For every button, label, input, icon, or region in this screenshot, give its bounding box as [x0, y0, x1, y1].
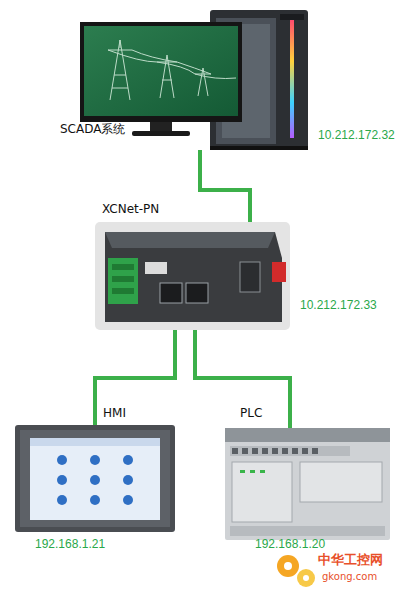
network-cable [200, 150, 250, 222]
watermark-url: gkong.com [322, 571, 377, 582]
device-name: SCADA系统 [60, 122, 125, 136]
device-name: PLC [240, 406, 262, 420]
ip-address: 192.168.1.21 [35, 537, 105, 551]
watermark-text: 中华工控网 [318, 551, 383, 569]
scada-pc: SCADA系统10.212.172.32 [80, 8, 310, 150]
network-cable [195, 330, 290, 428]
network-cable [95, 330, 175, 425]
watermark-gears [277, 555, 315, 587]
hmi-box: HMI192.168.1.21 [15, 425, 175, 532]
plc-box: PLC192.168.1.20 [225, 428, 390, 540]
ip-address: 192.168.1.20 [255, 537, 325, 551]
gateway-device [95, 222, 290, 330]
gateway-box: XCNet-PN10.212.172.33 [95, 222, 290, 330]
device-name: XCNet-PN [102, 202, 159, 216]
monitor [80, 22, 242, 136]
device-name: HMI [103, 406, 126, 420]
ip-address: 10.212.172.33 [300, 298, 377, 312]
plc-device [225, 428, 390, 540]
hmi-panel [15, 425, 175, 532]
ip-address: 10.212.172.32 [318, 128, 395, 142]
